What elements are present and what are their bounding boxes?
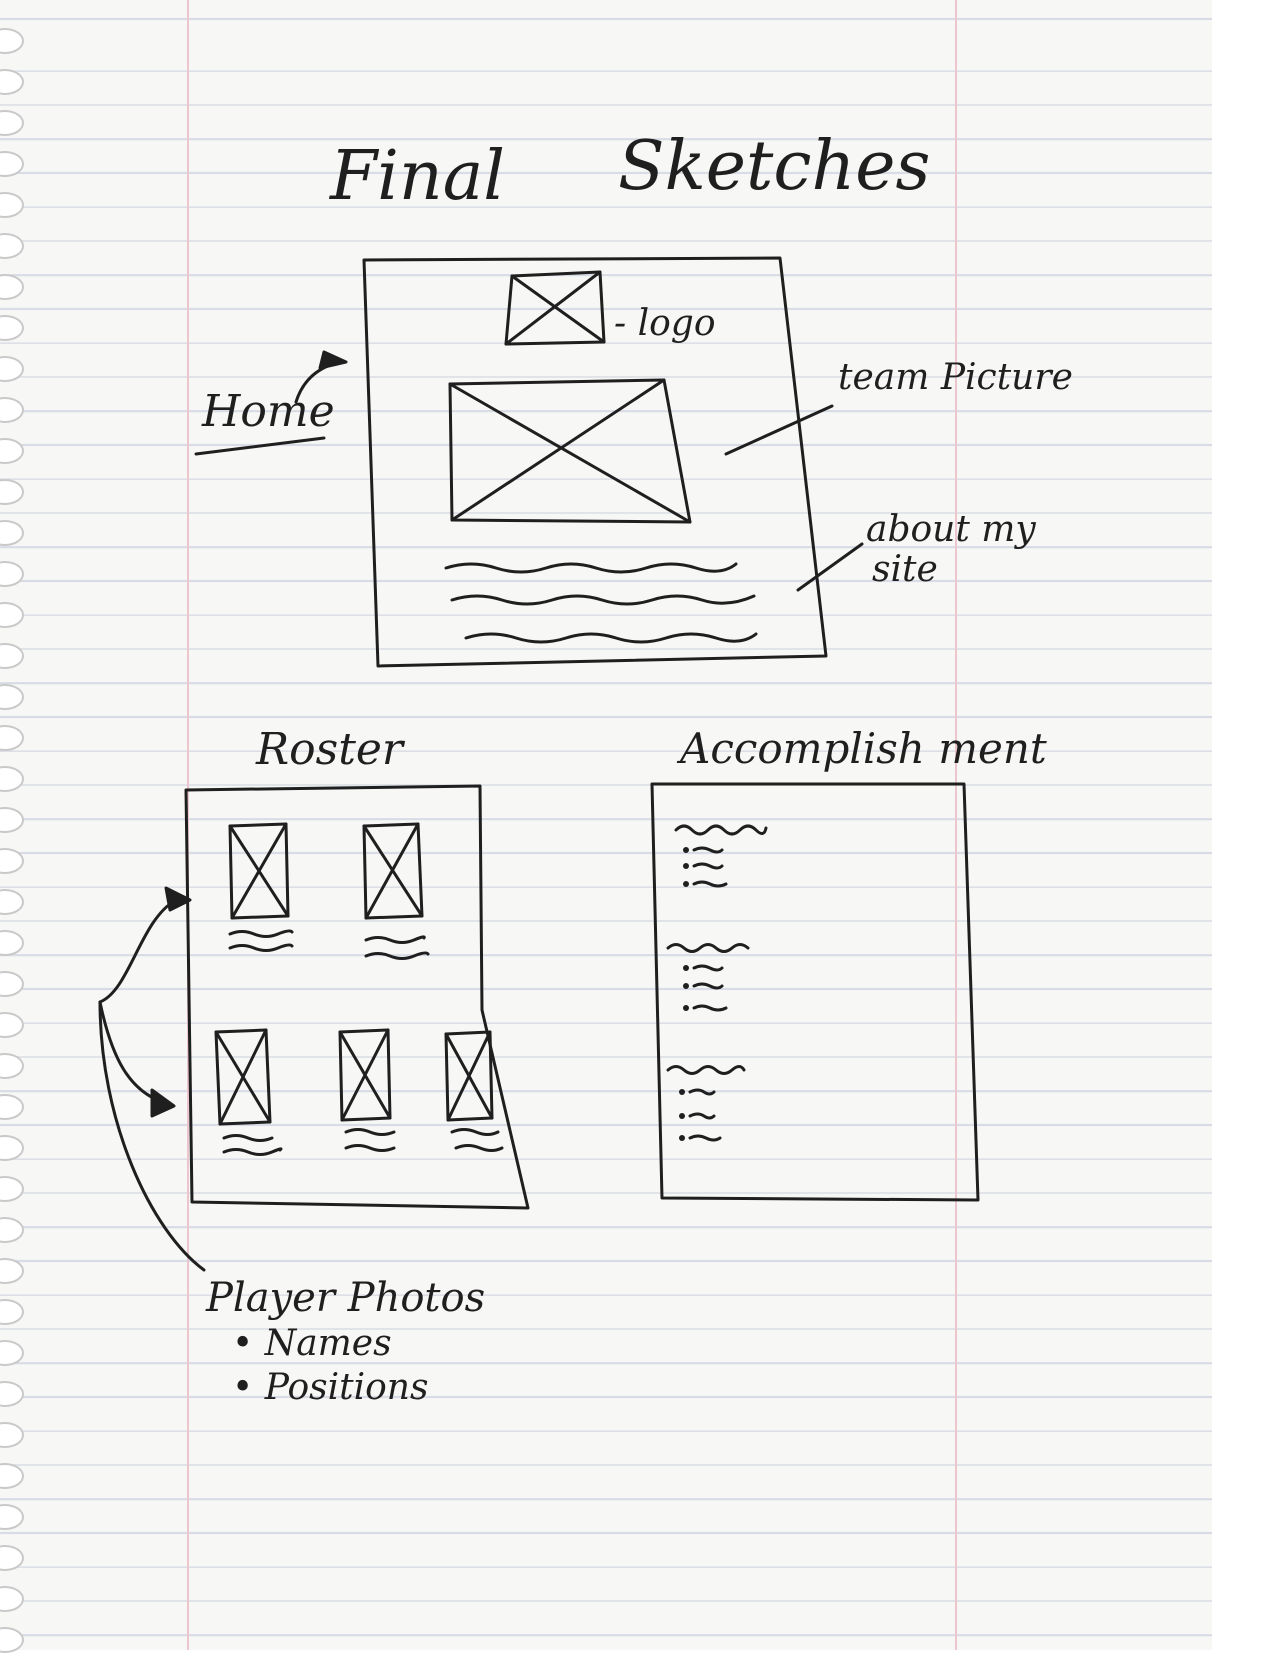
home-arrow <box>294 360 342 404</box>
notebook-paper <box>0 0 1212 1653</box>
bullet-positions: • Positions <box>232 1367 429 1408</box>
spiral-hole <box>0 725 24 751</box>
roster-label: Roster <box>256 724 403 775</box>
spiral-hole <box>0 807 24 833</box>
player-photo-5 <box>444 1030 504 1152</box>
home-underline <box>194 436 326 456</box>
bullet-names: • Names <box>232 1323 392 1364</box>
red-margin-line-right <box>955 0 957 1650</box>
about-note-line1: about my <box>866 509 1036 550</box>
player-photos-note: Player Photos <box>206 1275 486 1321</box>
spiral-hole <box>0 356 24 382</box>
about-note-line2: site <box>872 549 938 590</box>
spiral-hole <box>0 1012 24 1038</box>
player-photos-arrowhead-upper <box>164 886 192 912</box>
accomplishments-page-frame <box>650 782 980 1202</box>
accomplishment-bullets <box>679 847 689 1141</box>
spiral-hole <box>0 1299 24 1325</box>
player-photo-2 <box>362 822 430 960</box>
spiral-hole <box>0 1422 24 1448</box>
home-page-frame <box>362 256 828 668</box>
accomplishments-label: Accomplish ment <box>680 724 1047 773</box>
home-label: Home <box>202 386 335 437</box>
team-picture-leader <box>724 404 834 456</box>
bullet-names-text: Names <box>264 1323 392 1364</box>
spiral-hole <box>0 192 24 218</box>
player-photos-arrowhead-lower <box>150 1088 176 1118</box>
spiral-hole <box>0 684 24 710</box>
about-text-lines <box>444 562 758 644</box>
team-picture-placeholder <box>448 378 692 524</box>
logo-placeholder <box>504 270 606 346</box>
accomplishment-section-3 <box>666 1065 746 1142</box>
accomplishment-section-2 <box>666 943 750 1012</box>
player-photos-arrow-stem <box>98 1000 206 1272</box>
accomplishment-section-1 <box>674 824 768 888</box>
spiral-hole <box>0 1381 24 1407</box>
player-photo-4 <box>338 1028 396 1152</box>
about-leader <box>796 542 864 592</box>
roster-page-frame <box>184 784 530 1210</box>
team-picture-note: team Picture <box>838 357 1073 398</box>
spiral-hole <box>0 561 24 587</box>
spiral-hole <box>0 1504 24 1530</box>
player-photos-arrow-upper <box>98 898 178 1004</box>
title-sketches: Sketches <box>618 127 931 206</box>
player-photo-3 <box>214 1028 283 1156</box>
bullet-positions-text: Positions <box>264 1367 429 1408</box>
home-arrowhead <box>318 350 348 370</box>
logo-note: - logo <box>614 303 716 344</box>
title-final: Final <box>330 137 506 216</box>
spiral-hole <box>0 848 24 874</box>
player-photo-1 <box>228 822 294 952</box>
